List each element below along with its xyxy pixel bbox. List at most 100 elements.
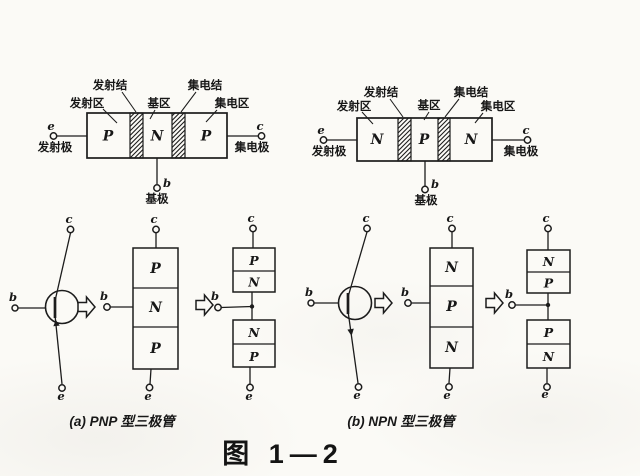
pnp-sym-e-label: e bbox=[57, 389, 64, 403]
npn-base-region-label: 基区 bbox=[417, 98, 441, 112]
npn-structure-diagram: N P N e c b 发射极 集电极 基极 发射结 集电结 发射区 基区 集电… bbox=[311, 85, 539, 207]
npn-split-b-terminal bbox=[508, 301, 516, 309]
npn-bar-region-1: N bbox=[444, 260, 459, 276]
npn-sym-b-terminal bbox=[307, 299, 315, 307]
pnp-collector-junction-label: 集电结 bbox=[187, 78, 223, 92]
caption-npn: (b) NPN 型三极管 bbox=[347, 414, 457, 429]
npn-base-electrode-label: 基极 bbox=[414, 193, 438, 207]
pnp-bar-e-label: e bbox=[144, 389, 151, 403]
pnp-split-b-label: b bbox=[211, 289, 219, 303]
caption-pnp: (a) PNP 型三极管 bbox=[69, 414, 177, 429]
pnp-region-3: P bbox=[200, 129, 212, 145]
npn-emitter-electrode-label: 发射极 bbox=[311, 144, 347, 158]
npn-split-c-terminal bbox=[544, 224, 552, 233]
npn-split-e-terminal bbox=[543, 383, 551, 391]
pnp-emitter-region-label: 发射区 bbox=[69, 96, 105, 110]
npn-region-2: P bbox=[418, 132, 430, 148]
pnp-sym-b-label: b bbox=[9, 290, 17, 304]
npn-bar-b-label: b bbox=[401, 285, 409, 299]
npn-region-1: N bbox=[370, 132, 385, 148]
npn-emitter-junction-hatch bbox=[397, 117, 412, 162]
pnp-region-1: P bbox=[102, 129, 114, 145]
npn-sym-e-terminal bbox=[354, 383, 363, 391]
pnp-split-bottom-region-2: P bbox=[248, 349, 259, 364]
pnp-sym-c-label: c bbox=[65, 212, 72, 226]
npn-bar-e-label: e bbox=[443, 388, 450, 402]
npn-collector-region-label: 集电区 bbox=[480, 99, 516, 113]
npn-region-3: N bbox=[464, 132, 479, 148]
pnp-split-c-terminal bbox=[249, 224, 257, 233]
pnp-emitter-terminal bbox=[49, 132, 58, 140]
npn-collector-terminal bbox=[523, 136, 532, 144]
npn-sym-c-terminal bbox=[363, 224, 371, 233]
pnp-split-b-wire bbox=[220, 305, 253, 309]
npn-base-terminal bbox=[421, 185, 429, 194]
pnp-base-electrode-label: 基极 bbox=[145, 192, 169, 206]
npn-split-b-label: b bbox=[505, 287, 513, 301]
pnp-sym-c-terminal bbox=[66, 225, 75, 234]
npn-split-e-label: e bbox=[541, 387, 548, 401]
right-arrow-icon bbox=[485, 290, 504, 316]
pnp-bar-region-2: N bbox=[148, 300, 163, 316]
npn-emitter-junction-label: 发射结 bbox=[363, 85, 399, 99]
pnp-base-region-leader bbox=[149, 109, 156, 120]
npn-bar-e-wire bbox=[448, 367, 451, 384]
pnp-sym-emitter-wire bbox=[54, 314, 63, 385]
npn-emitter-arrow-icon bbox=[347, 328, 354, 336]
pnp-collector-region-label: 集电区 bbox=[214, 96, 250, 110]
pnp-collector-junction-hatch bbox=[171, 112, 186, 159]
npn-split-bottom-region-1: P bbox=[543, 325, 554, 340]
npn-b-label: b bbox=[431, 177, 439, 191]
npn-sym-e-label: e bbox=[353, 388, 360, 402]
npn-sym-b-label: b bbox=[305, 285, 313, 299]
npn-c-label: c bbox=[522, 123, 529, 137]
pnp-structure-diagram: P N P e c b 发射极 集电极 基极 发射结 集电结 发射区 基区 集电… bbox=[37, 78, 270, 206]
npn-collector-junction-label: 集电结 bbox=[453, 85, 489, 99]
pnp-sym-collector-wire bbox=[54, 232, 72, 302]
npn-emitter-region-label: 发射区 bbox=[336, 99, 372, 113]
pnp-bar-e-wire bbox=[149, 368, 152, 385]
npn-split-top-region-1: N bbox=[542, 254, 555, 269]
pnp-split-b-terminal bbox=[214, 303, 222, 312]
right-arrow-icon bbox=[374, 290, 393, 316]
npn-emitter-region-leader bbox=[361, 111, 374, 125]
pnp-sym-b-terminal bbox=[11, 304, 19, 312]
npn-bar-c-label: c bbox=[446, 211, 453, 225]
pnp-transistor-symbol bbox=[44, 289, 80, 325]
pnp-collector-terminal bbox=[257, 132, 266, 140]
npn-sym-collector-wire bbox=[347, 231, 368, 298]
pnp-emitter-junction-label: 发射结 bbox=[92, 78, 128, 92]
npn-bar-region-3: N bbox=[444, 340, 459, 356]
pnp-split-top-region-2: N bbox=[247, 275, 260, 290]
pnp-split-c-label: c bbox=[247, 211, 254, 225]
pnp-split-top-body bbox=[232, 247, 276, 293]
pnp-symbol-group: b c e P N P c b e P N c bbox=[9, 211, 276, 403]
npn-collector-junction-hatch bbox=[437, 117, 451, 162]
pnp-c-label: c bbox=[256, 119, 263, 133]
right-arrow-icon bbox=[77, 294, 96, 320]
npn-sym-emitter-wire bbox=[347, 310, 359, 384]
pnp-emitter-junction-leader bbox=[121, 91, 137, 113]
pnp-collector-region-leader bbox=[205, 109, 218, 123]
pnp-bar-b-label: b bbox=[100, 289, 108, 303]
npn-collector-junction-leader bbox=[444, 98, 460, 118]
npn-collector-region-leader bbox=[474, 112, 484, 124]
pnp-region-2: N bbox=[150, 129, 165, 145]
pnp-base-region-label: 基区 bbox=[147, 96, 171, 110]
pnp-sym-e-terminal bbox=[58, 384, 66, 392]
pnp-bar-e-terminal bbox=[145, 383, 154, 392]
pnp-emitter-region-leader bbox=[102, 108, 118, 124]
npn-bar-e-terminal bbox=[445, 383, 453, 391]
pnp-split-top-region-1: P bbox=[248, 253, 259, 268]
pnp-base-terminal bbox=[153, 184, 161, 192]
pnp-emitter-arrow-icon bbox=[53, 320, 60, 327]
pnp-bar-region-1: P bbox=[149, 261, 161, 277]
npn-symbol-group: b c e N P N c b e N P c bbox=[305, 211, 571, 402]
npn-split-c-label: c bbox=[542, 211, 549, 225]
pnp-split-e-terminal bbox=[246, 383, 254, 392]
npn-emitter-junction-leader bbox=[389, 98, 404, 118]
pnp-bar-b-terminal bbox=[103, 303, 111, 311]
pnp-emitter-electrode-label: 发射极 bbox=[37, 140, 73, 154]
